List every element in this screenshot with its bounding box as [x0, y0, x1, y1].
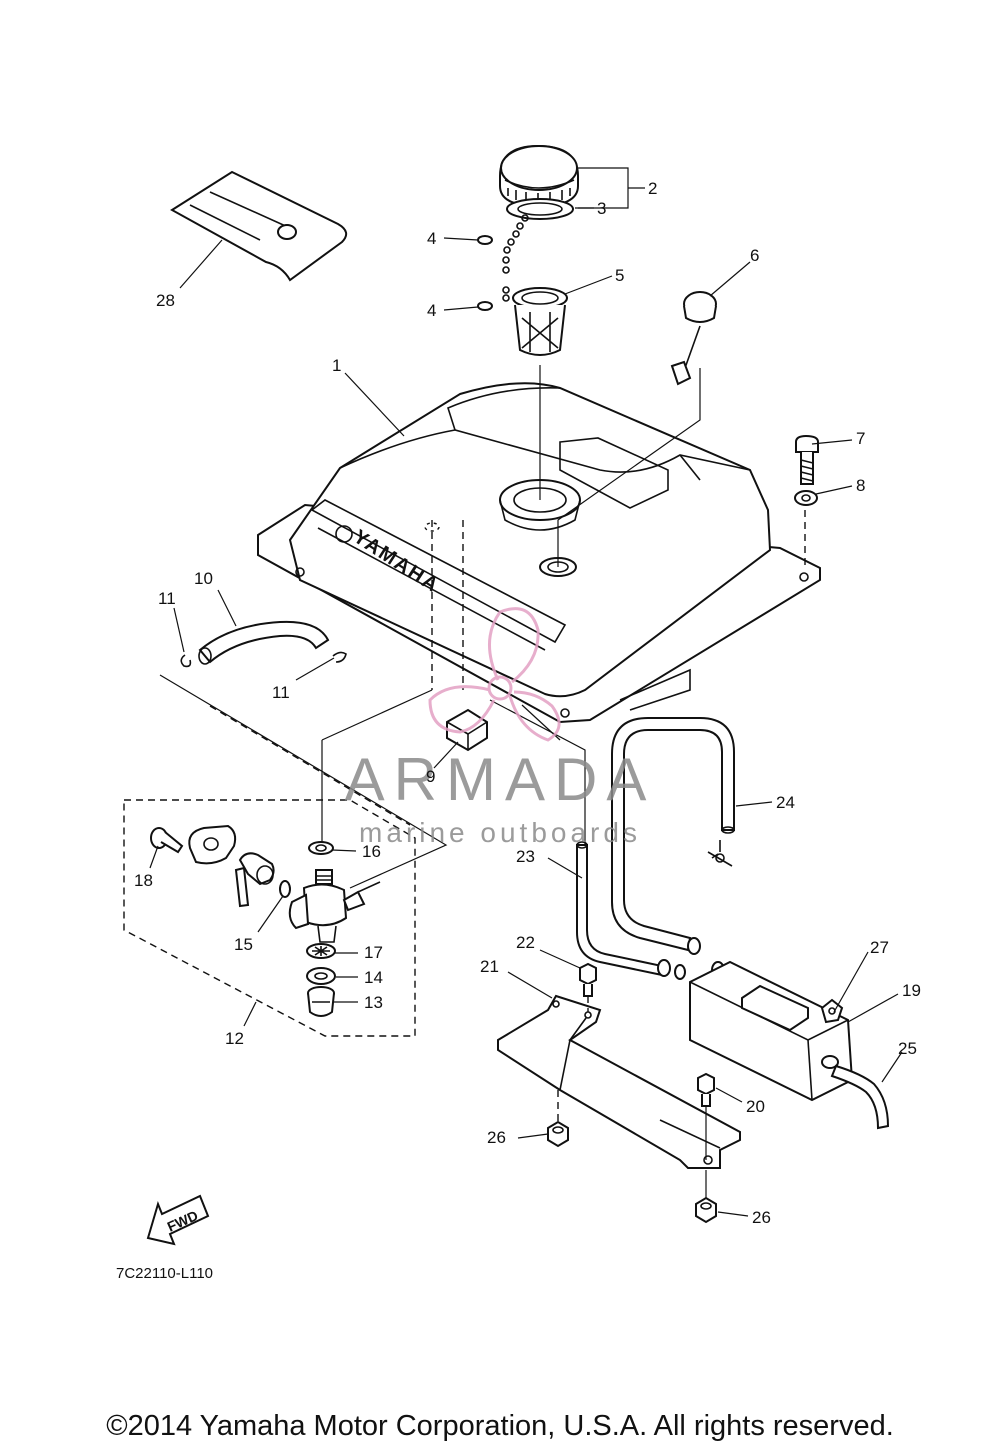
watermark-title: ARMADA [345, 746, 656, 813]
label-2: 2 [648, 179, 657, 198]
part-2-fuel-cap [499, 144, 579, 208]
label-4-upper: 4 [427, 229, 436, 248]
part-26-nut-upper [547, 1120, 569, 1148]
part-12-fuel-cock-assembly-outline [123, 799, 416, 1037]
label-12: 12 [225, 1029, 244, 1048]
part-21-bracket [497, 994, 741, 1169]
fuel-cock-body [288, 869, 381, 943]
label-17: 17 [364, 943, 383, 962]
label-24: 24 [776, 793, 795, 812]
label-27: 27 [870, 938, 889, 957]
label-22: 22 [516, 933, 535, 952]
label-28: 28 [156, 291, 175, 310]
armada-watermark: ARMADA marine outboards [345, 607, 656, 848]
label-26-upper: 26 [487, 1128, 506, 1147]
propeller-blade-right [508, 690, 561, 742]
part-8-washer [794, 490, 818, 506]
label-15: 15 [234, 935, 253, 954]
part-11-clip-right [332, 651, 347, 663]
label-1: 1 [332, 356, 341, 375]
label-14: 14 [364, 968, 383, 987]
label-26-lower: 26 [752, 1208, 771, 1227]
part-28-cover [170, 170, 348, 282]
part-20-bolt [697, 1072, 715, 1107]
label-20: 20 [746, 1097, 765, 1116]
part-5-strainer [512, 287, 568, 356]
part-13-sediment-cup [307, 986, 335, 1017]
part-24-hose [611, 717, 735, 952]
propeller-blade-left [428, 685, 496, 734]
label-11-right: 11 [272, 683, 290, 702]
label-3: 3 [597, 199, 606, 218]
part-15-o-ring [279, 880, 291, 898]
label-18: 18 [134, 871, 153, 890]
part-10-hose [198, 620, 330, 665]
fuel-cock-lever [234, 852, 275, 908]
label-7: 7 [856, 429, 865, 448]
callout-numbers: 1 2 3 4 4 5 6 7 8 9 10 11 11 12 13 14 15… [134, 179, 921, 1227]
part-18-screw [150, 827, 184, 854]
watermark-subtitle: marine outboards [359, 817, 641, 848]
label-16: 16 [362, 842, 381, 861]
part-26-nut-lower [695, 1196, 717, 1224]
part-16-washer [308, 841, 334, 855]
label-6: 6 [750, 246, 759, 265]
part-17-filter-screen [306, 943, 336, 959]
label-8: 8 [856, 476, 865, 495]
part-11-clip-left [180, 654, 192, 668]
part-25-hose [830, 1064, 890, 1130]
callout-leaders [149, 167, 903, 1217]
part-7-bolt [795, 434, 819, 485]
label-4-lower: 4 [427, 301, 436, 320]
label-25: 25 [898, 1039, 917, 1058]
label-23: 23 [516, 847, 535, 866]
part-4-clip-lower [477, 301, 493, 311]
copyright-notice: ©2014 Yamaha Motor Corporation, U.S.A. A… [106, 1410, 894, 1442]
label-13: 13 [364, 993, 383, 1012]
part-3-gasket [506, 198, 574, 220]
propeller-blade-top [488, 607, 540, 684]
part-22-bolt [579, 962, 597, 997]
part-1-fuel-tank [257, 382, 821, 724]
diagram-code: 7C22110-L110 [116, 1265, 213, 1282]
propeller-logo-icon [428, 607, 561, 742]
fwd-arrow-icon [146, 1194, 210, 1246]
part-4-clip-upper [477, 235, 493, 245]
fuel-cock-plate [188, 824, 237, 865]
part-6-fuel-gauge [670, 291, 717, 386]
label-9: 9 [426, 767, 435, 786]
label-5: 5 [615, 266, 624, 285]
label-19: 19 [902, 981, 921, 1000]
t-fitting [707, 840, 733, 867]
label-11-left: 11 [158, 589, 176, 608]
part-14-o-ring [306, 967, 336, 985]
assembly-centerlines [424, 365, 806, 690]
propeller-hub [487, 675, 513, 701]
guide-lines [159, 674, 586, 889]
label-21: 21 [480, 957, 499, 976]
label-10: 10 [194, 569, 213, 588]
cap-chain [502, 214, 529, 302]
